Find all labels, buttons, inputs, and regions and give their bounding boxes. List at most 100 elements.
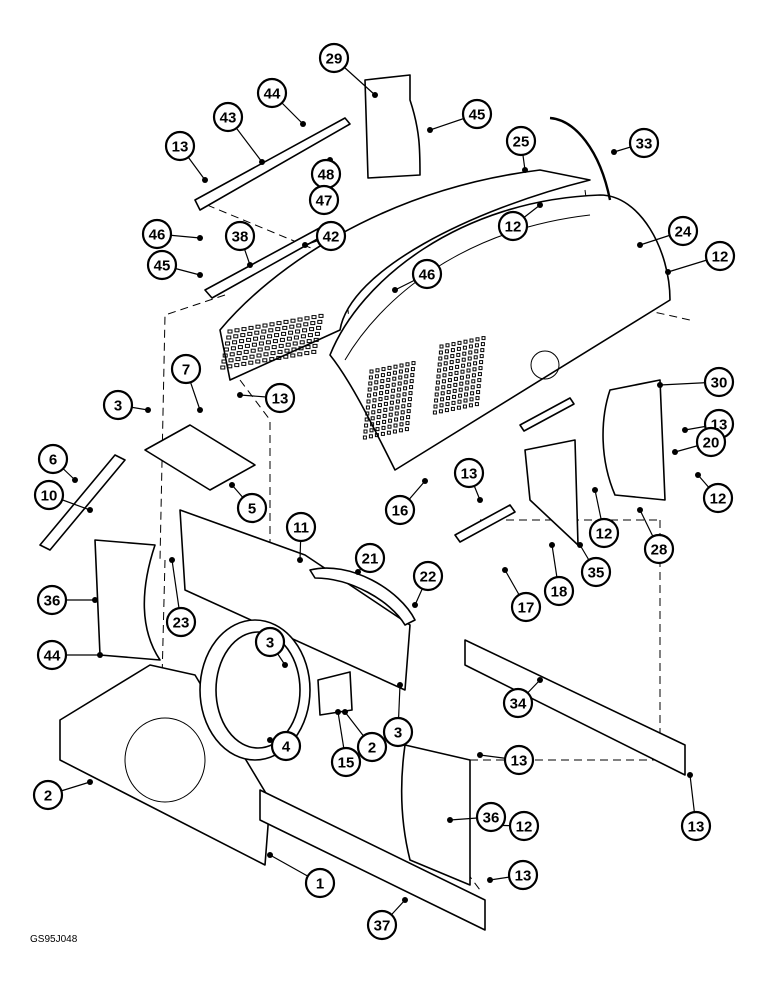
callout-number: 20 [703, 435, 720, 452]
part-panel-29 [364, 74, 421, 179]
perforation-slot [407, 397, 412, 402]
perforation-slot [401, 398, 406, 403]
perforation-slot [406, 409, 411, 414]
callout-bubble [703, 366, 735, 398]
perforation-slot [434, 398, 439, 403]
perforation-slot [458, 387, 463, 392]
callout-12: 12 [702, 482, 734, 514]
callout-number: 13 [511, 753, 528, 770]
perforation-slot [391, 382, 396, 387]
perforation-slot [299, 340, 305, 345]
perforation-slot [226, 335, 232, 340]
perforation-slot [312, 343, 318, 348]
callout-13: 13 [507, 859, 539, 891]
perforation-slot [267, 334, 273, 339]
perforation-slot [271, 345, 277, 350]
callout-bubble [36, 639, 68, 671]
perforation-slot [468, 344, 473, 349]
perforation-slot [373, 386, 378, 391]
fastener-point [537, 202, 543, 208]
callout-bubble [285, 511, 317, 543]
perforation-slot [444, 355, 449, 360]
perforation-slot [234, 328, 240, 333]
perforation-slot [290, 318, 296, 323]
callout-bubble [308, 184, 340, 216]
perforation-slot [398, 428, 403, 433]
callout-number: 12 [596, 526, 613, 543]
callout-bubble [356, 731, 388, 763]
perforation-slot [470, 385, 475, 390]
perforation-slot [265, 340, 271, 345]
fastener-point [637, 507, 643, 513]
perforation-slot [408, 391, 413, 396]
fastener-point [72, 477, 78, 483]
perforation-slot [443, 361, 448, 366]
callout-number: 10 [41, 488, 58, 505]
perforation-slot [241, 327, 247, 332]
perforation-slot [370, 422, 375, 427]
callout-bubble [304, 867, 336, 899]
callout-21: 21 [354, 542, 386, 574]
callout-13: 13 [680, 810, 712, 842]
perforation-slot [291, 347, 297, 352]
fastener-point [637, 242, 643, 248]
perforation-slot [374, 380, 379, 385]
perforation-slot [435, 380, 440, 385]
perforation-slot [405, 421, 410, 426]
fastener-point [145, 407, 151, 413]
perforation-slot [390, 394, 395, 399]
perforation-slot [441, 379, 446, 384]
perforation-slot [447, 384, 452, 389]
perforation-slot [381, 367, 386, 372]
perforation-slot [433, 404, 438, 409]
part-ring-4 [199, 619, 311, 761]
perforation-slot [264, 346, 270, 351]
callout-23: 23 [165, 606, 197, 638]
perforation-slot [281, 331, 287, 336]
callout-24: 24 [667, 215, 699, 247]
perforation-slot [438, 350, 443, 355]
callout-12: 12 [497, 210, 529, 242]
callout-bubble [164, 130, 196, 162]
callout-number: 42 [323, 229, 340, 246]
callout-12: 12 [704, 240, 736, 272]
perforation-slot [381, 425, 386, 430]
perforation-slot [233, 334, 239, 339]
perforation-slot [369, 369, 374, 374]
perforation-slot [368, 381, 373, 386]
perforation-slot [467, 362, 472, 367]
perforation-slot [230, 346, 236, 351]
perforation-slot [385, 389, 390, 394]
callout-bubble [510, 591, 542, 623]
perforation-slot [227, 329, 233, 334]
perforation-slot [256, 353, 262, 358]
perforation-slot [466, 368, 471, 373]
callout-3: 3 [382, 716, 414, 748]
perforation-slot [258, 341, 264, 346]
callout-33: 33 [628, 127, 660, 159]
perforation-slot [470, 391, 475, 396]
perforation-slot [311, 315, 317, 320]
callout-number: 12 [710, 491, 727, 508]
perforation-slot [403, 386, 408, 391]
perforation-slot [400, 410, 405, 415]
perforation-slot [464, 386, 469, 391]
perforation-slot [445, 402, 450, 407]
perforation-slot [471, 373, 476, 378]
fastener-point [355, 569, 361, 575]
callout-number: 33 [636, 136, 653, 153]
part-bar-16 [454, 504, 516, 543]
perforation-slot [447, 378, 452, 383]
perforation-slot [293, 335, 299, 340]
perforation-slot [285, 342, 291, 347]
perforation-slot [438, 356, 443, 361]
perforation-slot [449, 360, 454, 365]
perforation-slot [473, 361, 478, 366]
callout-1: 1 [304, 867, 336, 899]
perforation-slot [244, 343, 250, 348]
callout-bubble [36, 584, 68, 616]
callout-number: 15 [338, 755, 355, 772]
perforation-slot [386, 377, 391, 382]
perforation-slot [309, 327, 315, 332]
perforation-slot [318, 313, 324, 318]
